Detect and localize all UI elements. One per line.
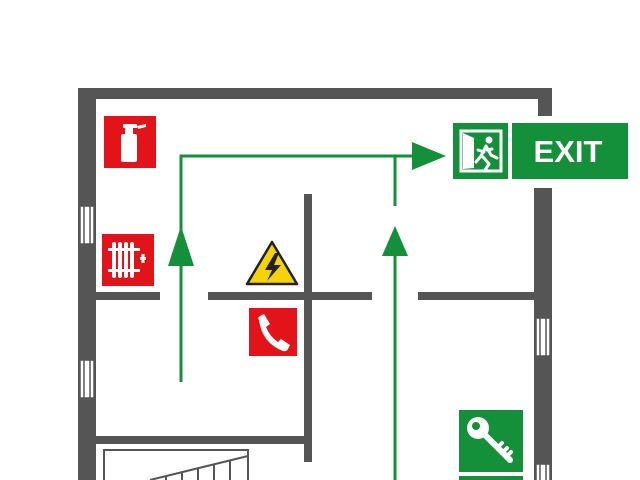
extinguisher-icon: [121, 124, 146, 162]
lightning-icon: [265, 253, 281, 281]
outer-wall-right-stub: [538, 88, 552, 116]
electrical-hazard-sign: [245, 240, 299, 286]
fire-extinguisher-sign: [104, 116, 156, 168]
emergency-phone-sign: [249, 308, 297, 356]
window-right-2: [535, 463, 551, 480]
arrow-up-left: [168, 226, 194, 266]
inner-wall-middle: [208, 292, 372, 300]
exit-sign: EXIT: [453, 123, 628, 179]
staircase: [103, 449, 249, 480]
hose-reel-icon: [108, 242, 146, 278]
route-arrowheads: [168, 142, 446, 266]
windows: [79, 191, 551, 480]
inner-wall-right: [418, 292, 534, 300]
window-left-1: [79, 205, 95, 245]
telephone-icon: [258, 314, 290, 352]
running-man-door-icon: [459, 129, 503, 173]
inner-wall-left: [96, 292, 160, 300]
window-left-2: [79, 359, 95, 399]
arrow-up-right: [382, 226, 408, 256]
arrow-right-exit: [412, 142, 446, 170]
exit-label: EXIT: [534, 134, 603, 169]
fire-hose-reel-sign: [102, 234, 154, 286]
route-left-branch: [179, 154, 397, 382]
outer-wall-left: [78, 88, 96, 480]
inner-wall-vertical: [304, 194, 312, 462]
window-right-1: [535, 317, 551, 357]
stair-room-wall: [96, 436, 308, 444]
evacuation-route: [179, 154, 420, 480]
outer-wall-top: [78, 88, 552, 99]
key-icon: [467, 417, 513, 463]
emergency-key-sign: [459, 410, 523, 480]
